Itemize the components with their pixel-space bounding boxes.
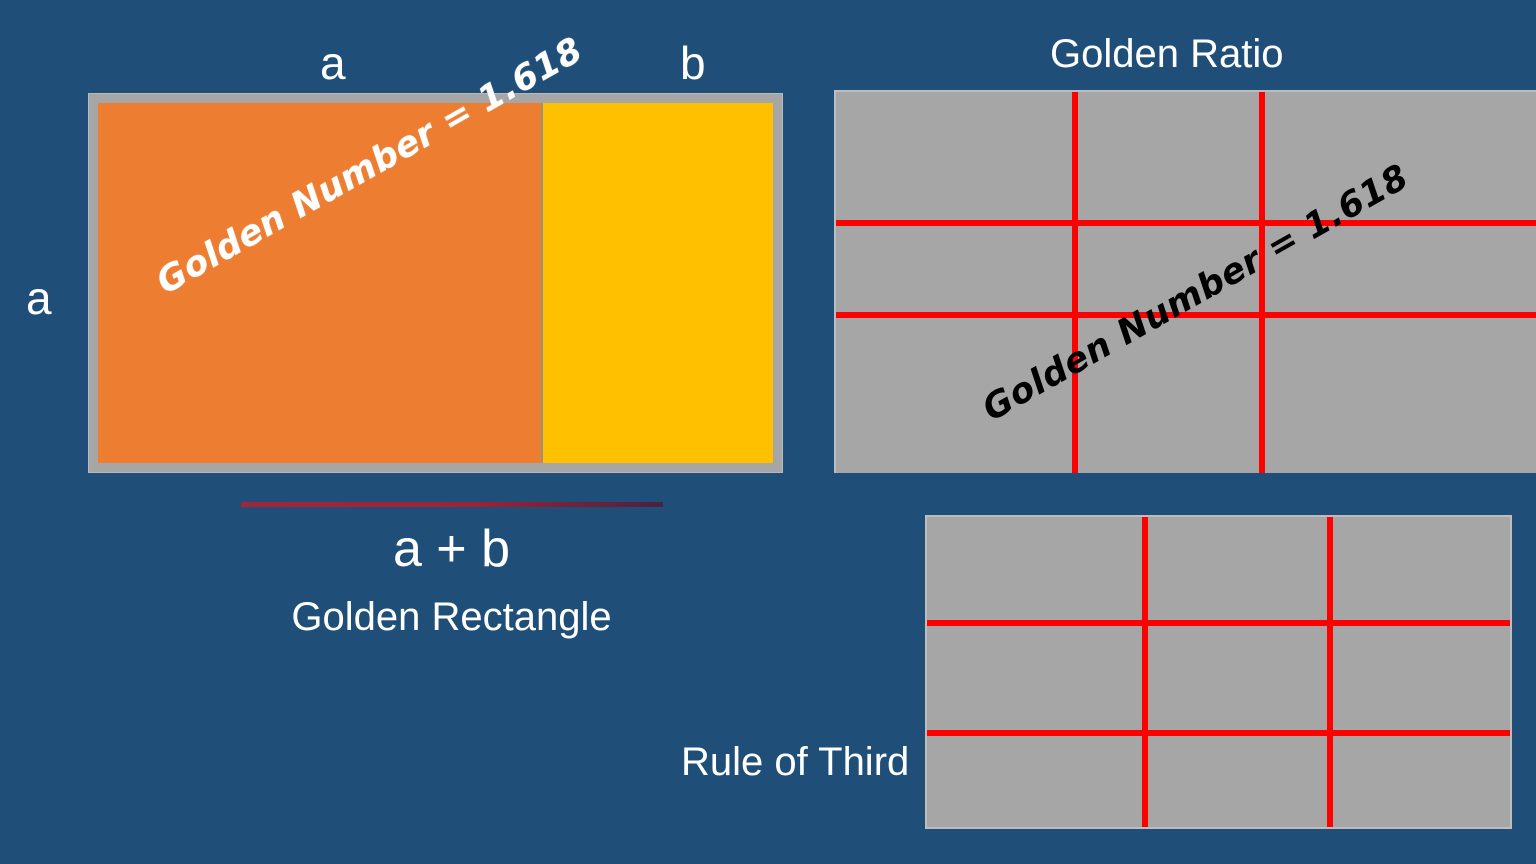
golden-ratio-horizontal-line-1 xyxy=(836,220,1536,226)
rule-of-third-vertical-line-1 xyxy=(1142,517,1148,827)
rule-of-third-horizontal-line-1 xyxy=(927,620,1510,626)
dimension-label-b-top: b xyxy=(680,37,706,89)
dimension-label-a-top: a xyxy=(320,37,346,89)
rule-of-third-grid-figure xyxy=(925,515,1512,829)
rule-of-third-horizontal-line-2 xyxy=(927,730,1510,736)
square-a-orange xyxy=(98,103,543,463)
rule-of-third-title: Rule of Third xyxy=(681,740,910,784)
golden-rectangle-figure xyxy=(88,93,783,473)
golden-ratio-grid-figure: Golden Number = 1.618 xyxy=(834,90,1536,473)
width-measure-line xyxy=(241,502,663,507)
golden-ratio-vertical-line-2 xyxy=(1259,92,1265,473)
golden-ratio-vertical-line-1 xyxy=(1072,92,1078,473)
dimension-label-a-left: a xyxy=(26,272,52,324)
golden-rectangle-inner xyxy=(98,103,773,463)
golden-number-annotation-right: Golden Number = 1.618 xyxy=(976,157,1416,430)
golden-ratio-title: Golden Ratio xyxy=(1050,32,1284,76)
golden-rectangle-title: Golden Rectangle xyxy=(291,595,612,639)
dimension-label-a-plus-b: a + b xyxy=(392,520,511,578)
rectangle-b-yellow xyxy=(543,103,773,463)
golden-ratio-horizontal-line-2 xyxy=(836,312,1536,318)
rule-of-third-vertical-line-2 xyxy=(1327,517,1333,827)
